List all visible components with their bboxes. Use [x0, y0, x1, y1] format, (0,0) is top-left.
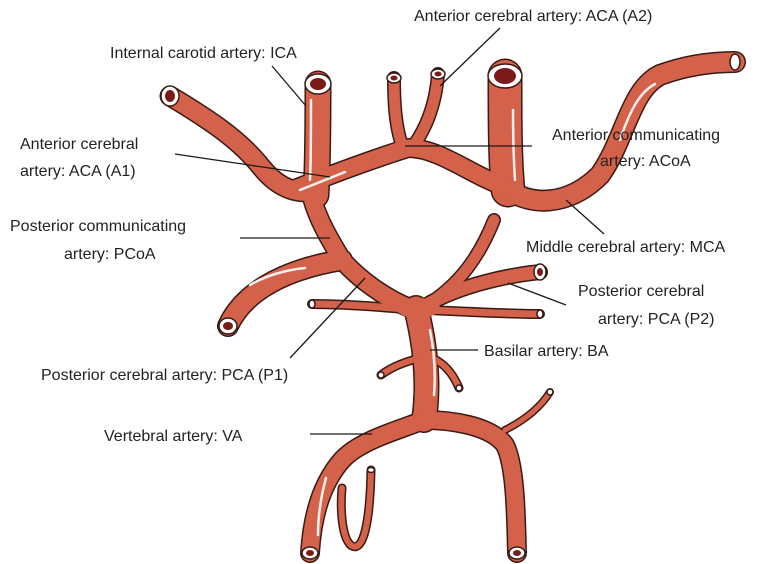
label-aca-a1-line2: artery: ACA (A1): [20, 163, 136, 180]
label-pca-p2-line2: artery: PCA (P2): [598, 311, 714, 328]
label-ba: Basilar artery: BA: [484, 343, 609, 360]
leader-pca-p2: [507, 282, 567, 306]
label-aca-a1-line1: Anterior cerebral: [20, 136, 138, 153]
leader-ica: [271, 65, 307, 107]
label-va: Vertebral artery: VA: [104, 428, 243, 445]
leader-pca-p1: [289, 277, 366, 359]
label-pca-p1: Posterior cerebral artery: PCA (P1): [41, 367, 288, 384]
label-pcoa-line1: Posterior communicating: [10, 218, 186, 235]
label-pca-p2-line1: Posterior cerebral: [578, 283, 704, 300]
leader-aca-a2: [439, 27, 501, 87]
labels: Anterior cerebral artery: ACA (A2) Inter…: [10, 8, 726, 445]
leader-aca-a1: [174, 153, 331, 178]
label-acoa-line2: artery: ACoA: [600, 153, 691, 170]
label-pcoa-line2: artery: PCoA: [64, 246, 156, 263]
right-mca-end: [729, 53, 741, 71]
label-ica: Internal carotid artery: ICA: [110, 45, 297, 62]
label-mca: Middle cerebral artery: MCA: [526, 239, 726, 256]
leader-lines: [174, 27, 605, 435]
label-aca-a2: Anterior cerebral artery: ACA (A2): [414, 8, 652, 25]
basilar-junction: [396, 298, 440, 318]
leader-mca: [565, 199, 605, 235]
label-acoa-line1: Anterior communicating: [552, 127, 720, 144]
